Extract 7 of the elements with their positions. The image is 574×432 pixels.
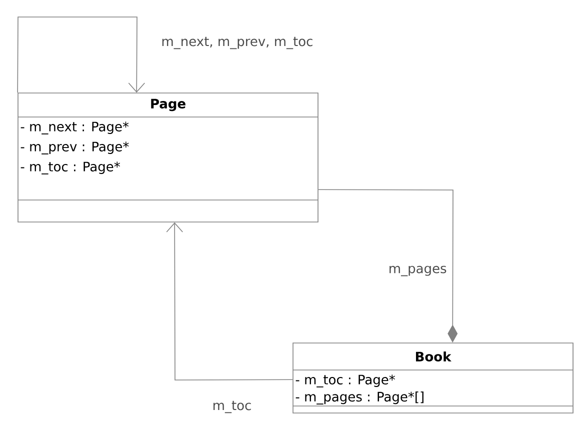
association-arrow bbox=[17, 16, 146, 93]
class-box: Book - m_toc : Page* - m_pages : Page*[] bbox=[292, 342, 574, 414]
edge-label: m_pages bbox=[387, 264, 448, 278]
edge-label: m_toc bbox=[211, 400, 253, 414]
association-arrow bbox=[166, 222, 293, 380]
class-box: Page - m_next : Page* - m_prev : Page* - m_toc : Page* bbox=[18, 92, 318, 222]
edge-label: m_next, m_prev, m_toc bbox=[160, 36, 314, 50]
